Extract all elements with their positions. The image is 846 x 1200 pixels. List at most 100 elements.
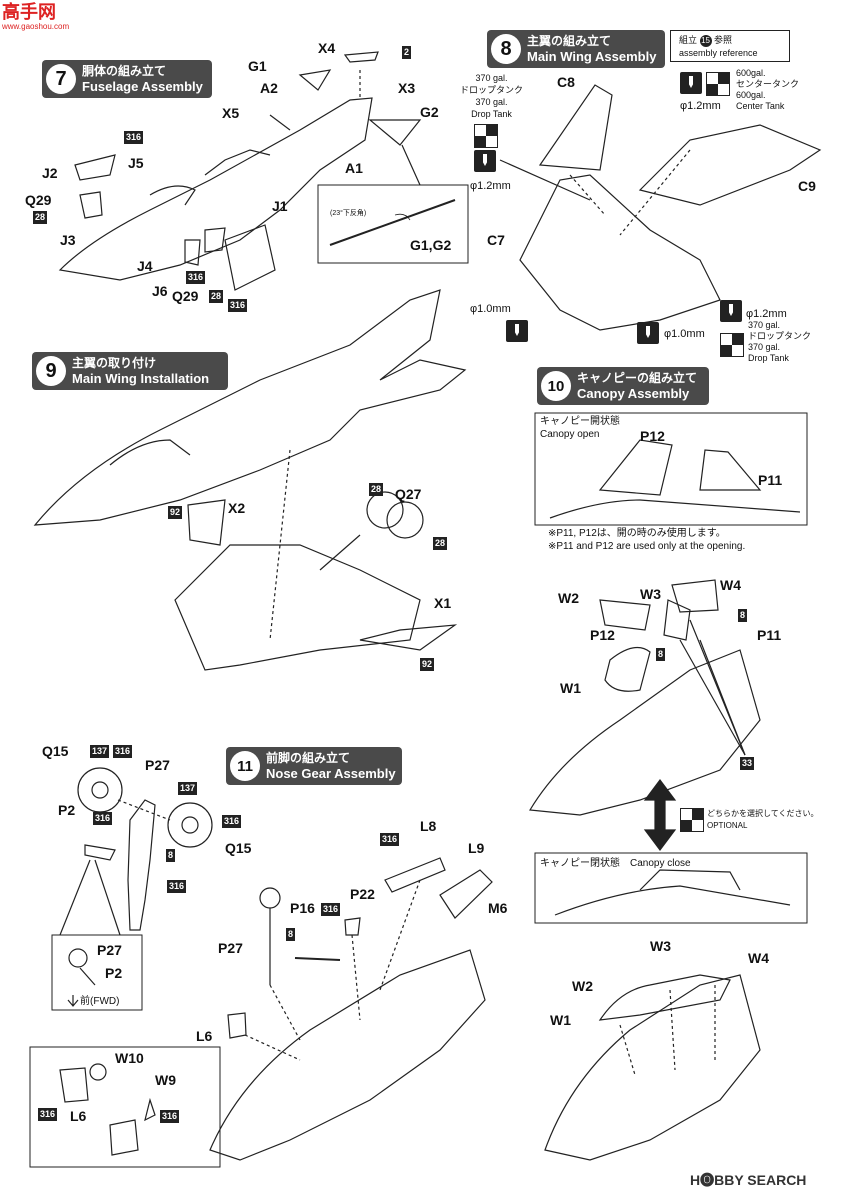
- part-label-j2: J2: [42, 165, 58, 181]
- j3-part: [79, 191, 103, 219]
- section-title-en: Canopy Assembly: [577, 386, 690, 401]
- paint-badge: 316: [160, 1110, 180, 1123]
- x1-part: [359, 624, 458, 651]
- paint-badge: 28: [209, 290, 224, 303]
- section-title-jp: 主翼の取り付け: [72, 356, 157, 370]
- note-600gal: 600gal. センタータンク 600gal. Center Tank: [736, 68, 799, 112]
- optional-icon: [720, 333, 744, 357]
- note-line: ドロップタンク: [748, 331, 812, 341]
- part-label-j6: J6: [152, 283, 168, 299]
- part-label-x4: X4: [318, 40, 336, 56]
- paint-badge: 28: [33, 211, 48, 224]
- canopy-open-jp: キャノピー開状態: [540, 416, 620, 427]
- optional-icon: [706, 72, 730, 96]
- inset-label-g1-g2: G1,G2: [410, 237, 452, 253]
- section-title-jp: 前脚の組み立て: [266, 751, 351, 765]
- inset-label-p27: P27: [97, 942, 122, 958]
- section-title-en: Main Wing Installation: [72, 371, 210, 386]
- part-label-p27b: P27: [218, 940, 243, 956]
- section-title-jp: 主翼の組み立て: [527, 34, 612, 48]
- ref-en: assembly reference: [679, 48, 758, 58]
- part-label-j1: J1: [272, 198, 288, 214]
- section-title-jp: キャノピーの組み立て: [577, 371, 698, 385]
- fwd-label: 前(FWD): [80, 996, 120, 1007]
- part-label-j4: J4: [137, 258, 153, 274]
- g1-part: [298, 69, 332, 91]
- part-label-l9: L9: [468, 840, 485, 856]
- part-label-w3b: W3: [650, 938, 671, 954]
- section-number: 8: [491, 34, 521, 64]
- note-line: Drop Tank: [471, 109, 512, 119]
- drill-size: φ1.0mm: [664, 328, 705, 340]
- optional-jp: どちらかを選択してください。: [707, 809, 819, 818]
- note-line: ドロップタンク: [460, 85, 524, 95]
- note-line: 370 gal.: [475, 73, 508, 83]
- note-line: 370 gal.: [748, 320, 781, 330]
- part-label-a2: A2: [260, 80, 278, 96]
- part-label-q29: Q29: [25, 192, 52, 208]
- gear-strut: [127, 799, 156, 931]
- ref-suffix: 参照: [714, 35, 733, 45]
- part-label-j3: J3: [60, 232, 76, 248]
- section-number: 9: [36, 356, 66, 386]
- s11-aircraft-drawing: [209, 857, 493, 1161]
- drill-icon: [474, 150, 496, 172]
- section-title-en: Nose Gear Assembly: [266, 766, 396, 781]
- paint-badge: 316: [380, 833, 400, 846]
- optional-icon: [474, 124, 498, 148]
- note-line: 370 gal.: [475, 97, 508, 107]
- optional-en: OPTIONAL: [707, 821, 748, 830]
- paint-badge: 2: [402, 46, 412, 59]
- l6-part: [227, 1012, 247, 1039]
- part-label-l6: L6: [196, 1028, 213, 1044]
- watermark-bottom: H🅞BBY SEARCH: [690, 1172, 807, 1188]
- drill-size: φ1.0mm: [470, 303, 511, 315]
- note-line: 370 gal.: [748, 342, 781, 352]
- watermark-top: 高手网 www.gaoshou.com: [2, 2, 69, 31]
- drill-size: φ1.2mm: [680, 100, 721, 112]
- paint-badge: 316: [113, 745, 133, 758]
- c8-part: [538, 84, 613, 171]
- j4-part: [184, 239, 201, 266]
- part-label-w2: W2: [558, 590, 579, 606]
- part-label-w1b: W1: [550, 1012, 571, 1028]
- inset-label-p2: P2: [105, 965, 123, 981]
- l8-part: [384, 857, 446, 893]
- part-label-p11b: P11: [757, 627, 782, 643]
- part-label-q15b: Q15: [225, 840, 252, 856]
- watermark-top-text: 高手网: [2, 2, 56, 22]
- w3-open-part: [663, 599, 691, 641]
- gear-wheel: [259, 887, 281, 909]
- w1-open-part: [604, 646, 651, 692]
- w2-open-part: [599, 599, 651, 631]
- paint-badge: 316: [93, 812, 113, 825]
- part-label-p11: P11: [758, 472, 783, 488]
- s7-fuselage-drawing: [58, 51, 422, 291]
- note-line: 600gal.: [736, 90, 766, 100]
- s9-aircraft-drawing: [33, 289, 467, 671]
- note-370gal-left: 370 gal. ドロップタンク 370 gal. Drop Tank: [460, 72, 523, 120]
- drill-icon: [506, 320, 528, 342]
- canopy-close-label: キャノピー閉状態 Canopy close: [540, 858, 691, 869]
- note-370gal-right: 370 gal. ドロップタンク 370 gal. Drop Tank: [748, 320, 811, 364]
- paint-badge: 8: [166, 849, 176, 862]
- inset-note: (23°下反角): [330, 210, 367, 217]
- drill-icon: [680, 72, 702, 94]
- part-label-p16: P16: [290, 900, 315, 916]
- paint-badge: 137: [90, 745, 110, 758]
- drill-icon: [637, 322, 659, 344]
- part-label-l8: L8: [420, 818, 437, 834]
- c9-part: [638, 124, 822, 206]
- paint-badge: 28: [433, 537, 448, 550]
- paint-badge: 137: [178, 782, 198, 795]
- section-title-en: Main Wing Assembly: [527, 49, 657, 64]
- l9-part: [439, 869, 493, 919]
- part-label-q29b: Q29: [172, 288, 199, 304]
- section-title-jp: 胴体の組み立て: [82, 64, 167, 78]
- part-label-a1: A1: [345, 160, 363, 176]
- q15-right-wheel: [167, 802, 213, 848]
- part-label-w10: W10: [115, 1050, 144, 1066]
